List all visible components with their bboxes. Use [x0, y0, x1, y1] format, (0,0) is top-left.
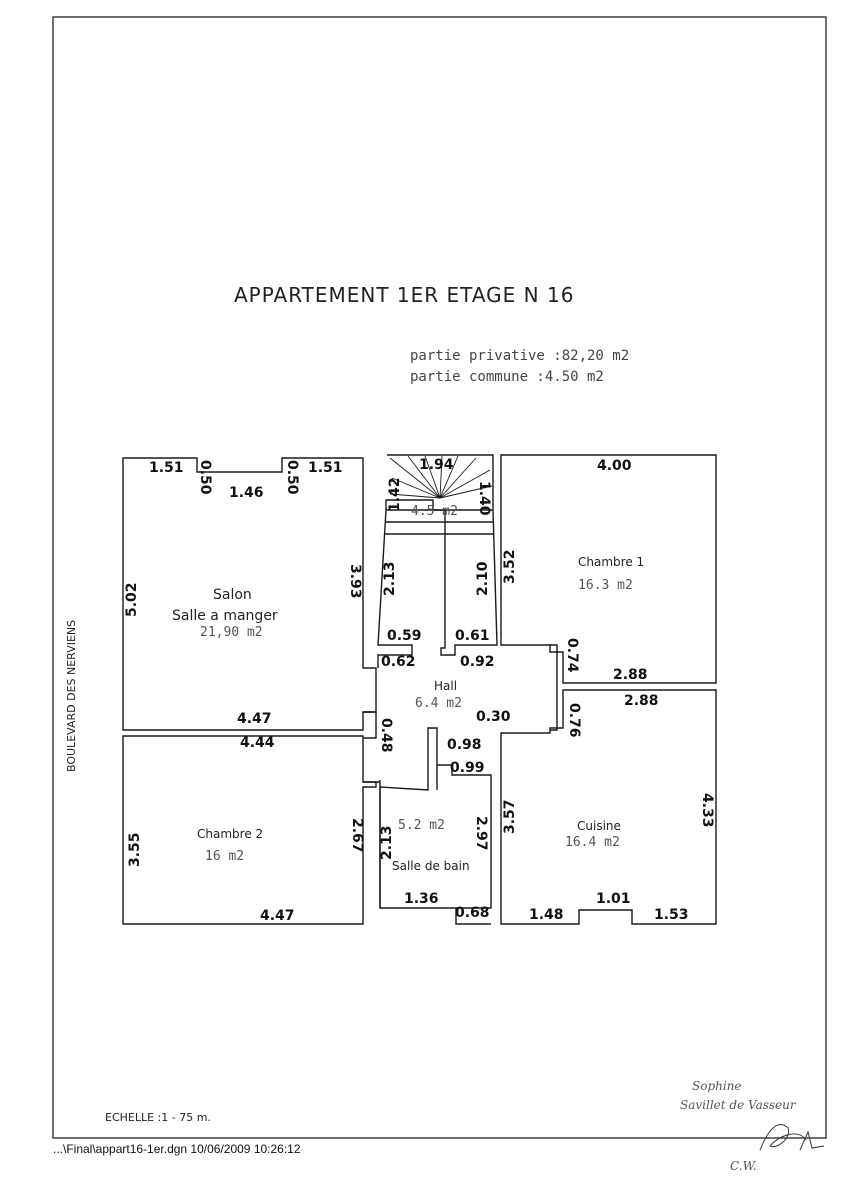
- handwritten-initials: C.W.: [730, 1159, 757, 1173]
- salon-walls: [122, 457, 377, 731]
- dim-label: 3.55: [127, 832, 143, 867]
- dim-label: 0.74: [564, 638, 580, 673]
- room-area-chambre1: 16.3 m2: [578, 578, 633, 593]
- room-name-sdb: Salle de bain: [392, 859, 470, 873]
- hall-right-niche: [550, 644, 558, 731]
- dim-label: 4.33: [699, 793, 715, 828]
- drawing-title: APPARTEMENT 1ER ETAGE N 16: [234, 283, 575, 307]
- private-area-label: partie privative :82,20 m2: [410, 348, 630, 364]
- room-area-cuisine: 16.4 m2: [565, 835, 620, 850]
- dim-label: 0.76: [566, 703, 582, 738]
- dim-label: 1.40: [476, 481, 492, 516]
- dim-label: 4.47: [260, 908, 295, 924]
- dim-label: 4.00: [597, 458, 632, 474]
- dim-label: 0.99: [450, 760, 485, 776]
- dim-label: 3.93: [347, 564, 363, 599]
- stair-area: 4.5 m2: [411, 504, 458, 519]
- dim-label: 1.53: [654, 907, 689, 923]
- room-area-salon: 21,90 m2: [200, 625, 263, 640]
- dim-label: 0.59: [387, 628, 422, 644]
- room-subname-salon: Salle a manger: [172, 608, 278, 624]
- walls: [122, 454, 717, 925]
- room-name-salon: Salon: [213, 587, 252, 603]
- dim-label: 1.46: [229, 485, 264, 501]
- scale-label: ECHELLE :1 - 75 m.: [105, 1111, 211, 1124]
- room-area-hall: 6.4 m2: [415, 696, 462, 711]
- dim-label: 0.48: [378, 718, 394, 753]
- cuisine-walls: [500, 689, 717, 925]
- dim-label: 1.94: [419, 457, 454, 473]
- dim-label: 0.62: [381, 654, 416, 670]
- dim-label: 4.47: [237, 711, 272, 727]
- room-name-chambre1: Chambre 1: [578, 555, 645, 569]
- dim-label: 0.50: [197, 460, 213, 495]
- sheet-border: [52, 16, 827, 1139]
- dim-label: 2.88: [613, 667, 648, 683]
- room-area-chambre2: 16 m2: [205, 849, 245, 864]
- room-name-chambre2: Chambre 2: [197, 827, 264, 841]
- dim-label: 2.13: [382, 561, 398, 596]
- dim-label: 2.10: [475, 561, 491, 596]
- dim-label: 0.98: [447, 737, 482, 753]
- common-area-label: partie commune :4.50 m2: [410, 369, 604, 385]
- dim-label: 0.30: [476, 709, 511, 725]
- dim-label: 2.97: [473, 816, 489, 851]
- dim-label: 1.01: [596, 891, 631, 907]
- room-name-cuisine: Cuisine: [577, 819, 621, 833]
- sdb-inner: [455, 908, 491, 925]
- chambre1-walls: [500, 454, 717, 684]
- dim-label: 1.51: [149, 460, 184, 476]
- room-area-sdb: 5.2 m2: [398, 818, 445, 833]
- dim-label: 0.92: [460, 654, 495, 670]
- handwritten-note-line1: Sophine: [692, 1079, 742, 1093]
- dim-label: 1.51: [308, 460, 343, 476]
- dim-label: 0.50: [284, 460, 300, 495]
- dim-label: 0.68: [455, 905, 490, 921]
- dim-label: 3.57: [502, 799, 518, 834]
- dim-label: 3.52: [502, 549, 518, 584]
- file-path-footer: ...\Final\appart16-1er.dgn 10/06/2009 10…: [53, 1142, 301, 1156]
- room-name-hall: Hall: [434, 679, 458, 693]
- dim-label: 1.48: [529, 907, 564, 923]
- dim-label: 2.13: [379, 825, 395, 860]
- dim-label: 2.67: [349, 818, 365, 853]
- handwritten-note-line2: Savillet de Vasseur: [680, 1098, 796, 1112]
- dim-label: 1.42: [387, 477, 403, 512]
- street-label: BOULEVARD DES NERVIENS: [65, 619, 78, 772]
- signature-mark: [759, 1124, 825, 1151]
- dim-label: 2.88: [624, 693, 659, 709]
- sdb-walls: [379, 727, 492, 909]
- dim-label: 0.61: [455, 628, 490, 644]
- dim-label: 5.02: [124, 582, 140, 617]
- hall-jamb: [363, 711, 377, 739]
- dim-label: 1.36: [404, 891, 439, 907]
- stair-treads: [389, 455, 493, 499]
- chambre2-walls: [122, 735, 377, 925]
- dim-label: 4.44: [240, 735, 275, 751]
